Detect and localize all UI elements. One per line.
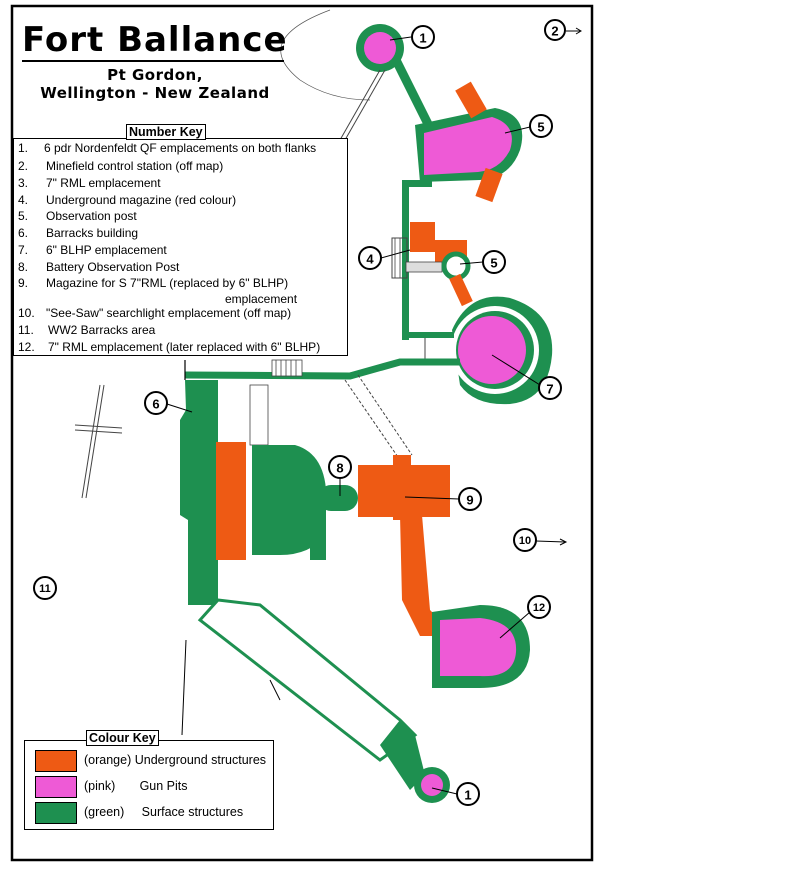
marker-5 [459, 250, 506, 274]
central-wall-top [402, 180, 432, 187]
map-border [10, 4, 594, 862]
marker-label-1-top: 1 [419, 31, 426, 46]
north-track-2 [344, 69, 386, 141]
marker-label-2: 2 [551, 24, 558, 39]
south-fence [181, 639, 187, 736]
south-tick [269, 679, 281, 701]
north-flank-emplacement [356, 24, 404, 72]
diagonal-track-2 [357, 374, 413, 456]
marker-8 [328, 455, 352, 496]
emplacement-7 [451, 296, 553, 405]
battery-observation-8 [252, 445, 358, 560]
marker-9 [404, 487, 482, 511]
barracks-building-6 [180, 380, 269, 605]
south-bastion [380, 720, 425, 790]
swatch-label-green: (green) Surface structures [84, 805, 244, 819]
survey-cross [74, 384, 123, 499]
swatch-label-orange: (orange) Underground structures [84, 753, 267, 767]
south-arm [197, 598, 418, 762]
marker-label-7: 7 [546, 382, 553, 397]
marker-label-5: 5 [490, 256, 497, 271]
marker-label-6: 6 [152, 397, 159, 412]
central-wall [402, 180, 409, 340]
map-subtitle-line1: Pt Gordon, [107, 66, 203, 84]
marker-11 [33, 576, 57, 600]
marker-label-8: 8 [336, 461, 343, 476]
swatch-green [35, 802, 77, 824]
marker-12 [499, 595, 551, 639]
marker-label-12: 12 [533, 602, 545, 614]
survey-arc [280, 9, 371, 101]
marker-label-1-bottom: 1 [464, 788, 471, 803]
north-walkway [391, 57, 435, 131]
wall-to-7 [402, 332, 454, 338]
magazine-9 [358, 455, 450, 636]
south-flank-emplacement [414, 767, 450, 803]
steps-north-lines [275, 360, 297, 376]
marker-4 [358, 246, 411, 270]
diagonal-track-1 [344, 379, 401, 461]
observation-post-5 [441, 251, 473, 307]
marker-2 [544, 19, 582, 41]
marker-1-bottom [431, 782, 480, 806]
swatch-pink [35, 776, 77, 798]
emplacement-3 [415, 81, 523, 203]
marker-label-4: 4 [366, 252, 374, 267]
colour-key-title: Colour Key [86, 730, 159, 746]
number-key-title: Number Key [126, 124, 206, 140]
title-underline [22, 60, 284, 62]
marker-10 [513, 528, 568, 552]
marker-1-top [389, 25, 435, 49]
swatch-orange [35, 750, 77, 772]
marker-6 [144, 391, 193, 415]
swatch-label-pink: (pink) Gun Pits [84, 779, 188, 793]
north-wall [184, 358, 460, 380]
steps-north [271, 359, 303, 377]
marker-7 [491, 354, 562, 400]
north-track [339, 69, 381, 141]
emplacement-12 [432, 605, 530, 688]
marker-label-11: 11 [39, 583, 51, 595]
map-subtitle-line2: Wellington - New Zealand [40, 84, 270, 102]
marker-label-9: 9 [466, 493, 473, 508]
map-title: Fort Ballance [22, 20, 288, 60]
marker-label-3: 5 [537, 120, 544, 135]
marker-3 [504, 114, 553, 138]
marker-label-10: 10 [519, 535, 531, 547]
number-key-panel [13, 138, 348, 356]
